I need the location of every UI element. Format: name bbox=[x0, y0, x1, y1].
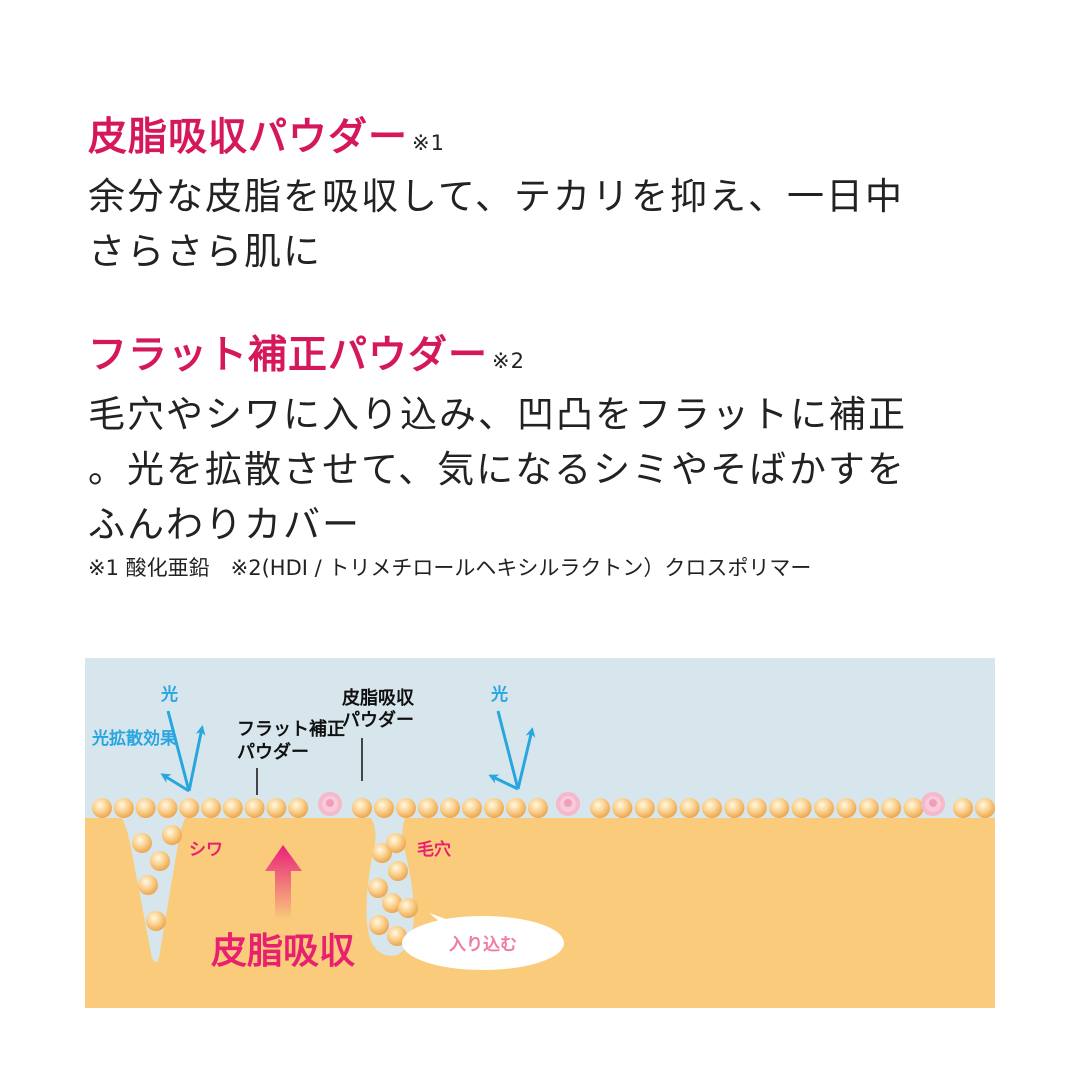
powder-bead bbox=[634, 798, 655, 818]
light-ray-icon bbox=[496, 710, 520, 790]
powder-bead bbox=[836, 798, 857, 818]
powder-bead bbox=[724, 798, 745, 818]
powder-bead bbox=[266, 798, 287, 818]
powder-bead bbox=[368, 878, 388, 898]
powder-bead bbox=[179, 798, 200, 818]
label-sebum-powder: 皮脂吸収 bbox=[342, 687, 415, 709]
rose-particle-icon bbox=[556, 792, 580, 816]
rose-particle-icon bbox=[318, 792, 342, 816]
skin-layer bbox=[85, 818, 995, 1008]
note-mark: ※2 bbox=[492, 349, 525, 373]
powder-bead bbox=[858, 798, 879, 818]
powder-bead bbox=[881, 798, 902, 818]
powder-bead bbox=[484, 798, 504, 818]
powder-bead bbox=[157, 798, 178, 818]
arrow-icon bbox=[488, 774, 519, 791]
light-arrows-right bbox=[488, 710, 536, 791]
heading-flat-powder: フラット補正パウダー※2 bbox=[88, 330, 907, 387]
powder-bead bbox=[975, 798, 995, 818]
powder-bead bbox=[372, 843, 392, 863]
powder-bead bbox=[138, 875, 158, 895]
label-pore: 毛穴 bbox=[417, 839, 451, 860]
powder-bead bbox=[769, 798, 790, 818]
powder-bead bbox=[150, 851, 170, 871]
text-line: 毛穴やシワに入り込み、凹凸をフラットに補正 bbox=[88, 393, 907, 436]
rose-particle-icon bbox=[921, 792, 945, 816]
powder-bead bbox=[440, 798, 460, 818]
powder-bead bbox=[288, 798, 309, 818]
skin-diagram: 光 光 光拡散効果 フラット補正 パウダー 皮脂吸収 パウダー シワ 毛穴 皮脂… bbox=[85, 658, 995, 1008]
heading-text: 皮脂吸収パウダー bbox=[88, 115, 409, 160]
label-light-left: 光 bbox=[160, 684, 178, 705]
powder-bead bbox=[953, 798, 973, 818]
heading-sebum-powder: 皮脂吸収パウダー※1 bbox=[88, 112, 904, 169]
powder-bead bbox=[244, 798, 265, 818]
label-wrinkle: シワ bbox=[189, 840, 223, 860]
powder-bead bbox=[506, 798, 526, 818]
text-line: 余分な皮脂を吸収して、テカリを抑え、一日中 bbox=[88, 175, 905, 218]
speech-bubble: 入り込む bbox=[402, 913, 564, 970]
powder-bead bbox=[590, 798, 610, 818]
description-sebum: 余分な皮脂を吸収して、テカリを抑え、一日中 さらさら肌に bbox=[88, 169, 904, 279]
powder-bead bbox=[396, 798, 416, 818]
powder-bead bbox=[612, 798, 633, 818]
label-absorb: 皮脂吸収 bbox=[211, 931, 355, 972]
powder-bead bbox=[388, 861, 408, 881]
label-diffusion: 光拡散効果 bbox=[91, 728, 177, 749]
powder-bead bbox=[387, 926, 407, 946]
powder-bead bbox=[746, 798, 767, 818]
label-flat-powder-2: パウダー bbox=[237, 741, 309, 763]
bubble-text: 入り込む bbox=[449, 935, 517, 955]
heading-text: フラット補正パウダー bbox=[88, 333, 489, 378]
powder-bead bbox=[679, 798, 700, 818]
note-mark: ※1 bbox=[412, 131, 445, 155]
powder-bead bbox=[374, 798, 394, 818]
powder-bead bbox=[113, 798, 134, 818]
powder-bead bbox=[92, 798, 112, 818]
powder-bead bbox=[791, 798, 812, 818]
powder-bead bbox=[352, 798, 372, 818]
powder-bead bbox=[814, 798, 834, 818]
text-line: 。光を拡散させて、気になるシミやそばかすを bbox=[88, 448, 906, 491]
powder-bead bbox=[398, 898, 418, 918]
powder-bead bbox=[903, 798, 924, 818]
text-line: ふんわりカバー bbox=[88, 503, 361, 546]
powder-bead bbox=[386, 833, 406, 853]
light-arrows-left bbox=[160, 710, 206, 793]
footnote: ※1 酸化亜鉛 ※2(HDI / トリメチロールヘキシルラクトン）クロスポリマー bbox=[88, 556, 812, 580]
powder-bead bbox=[528, 798, 548, 818]
powder-bead bbox=[146, 911, 166, 931]
powder-bead bbox=[462, 798, 482, 818]
arrow-icon bbox=[187, 725, 206, 792]
label-sebum-powder-2: パウダー bbox=[342, 709, 414, 731]
light-ray-icon bbox=[166, 710, 191, 792]
powder-bead bbox=[162, 825, 182, 845]
powder-bead bbox=[369, 915, 389, 935]
absorb-arrow-icon bbox=[265, 845, 302, 920]
powder-bead bbox=[657, 798, 678, 818]
powder-bead bbox=[201, 798, 221, 818]
arrow-icon bbox=[160, 773, 190, 793]
powder-bead bbox=[222, 798, 243, 818]
arrow-icon bbox=[516, 727, 536, 790]
powder-bead bbox=[702, 798, 722, 818]
powder-bead bbox=[418, 798, 438, 818]
label-flat-powder: フラット補正 bbox=[237, 718, 345, 740]
powder-bead bbox=[135, 798, 156, 818]
powder-bead bbox=[382, 893, 402, 913]
text-line: さらさら肌に bbox=[88, 230, 322, 273]
label-light-right: 光 bbox=[490, 684, 508, 705]
description-flat: 毛穴やシワに入り込み、凹凸をフラットに補正 。光を拡散させて、気になるシミやそば… bbox=[88, 387, 907, 552]
powder-particles bbox=[92, 792, 995, 946]
powder-bead bbox=[132, 833, 152, 853]
